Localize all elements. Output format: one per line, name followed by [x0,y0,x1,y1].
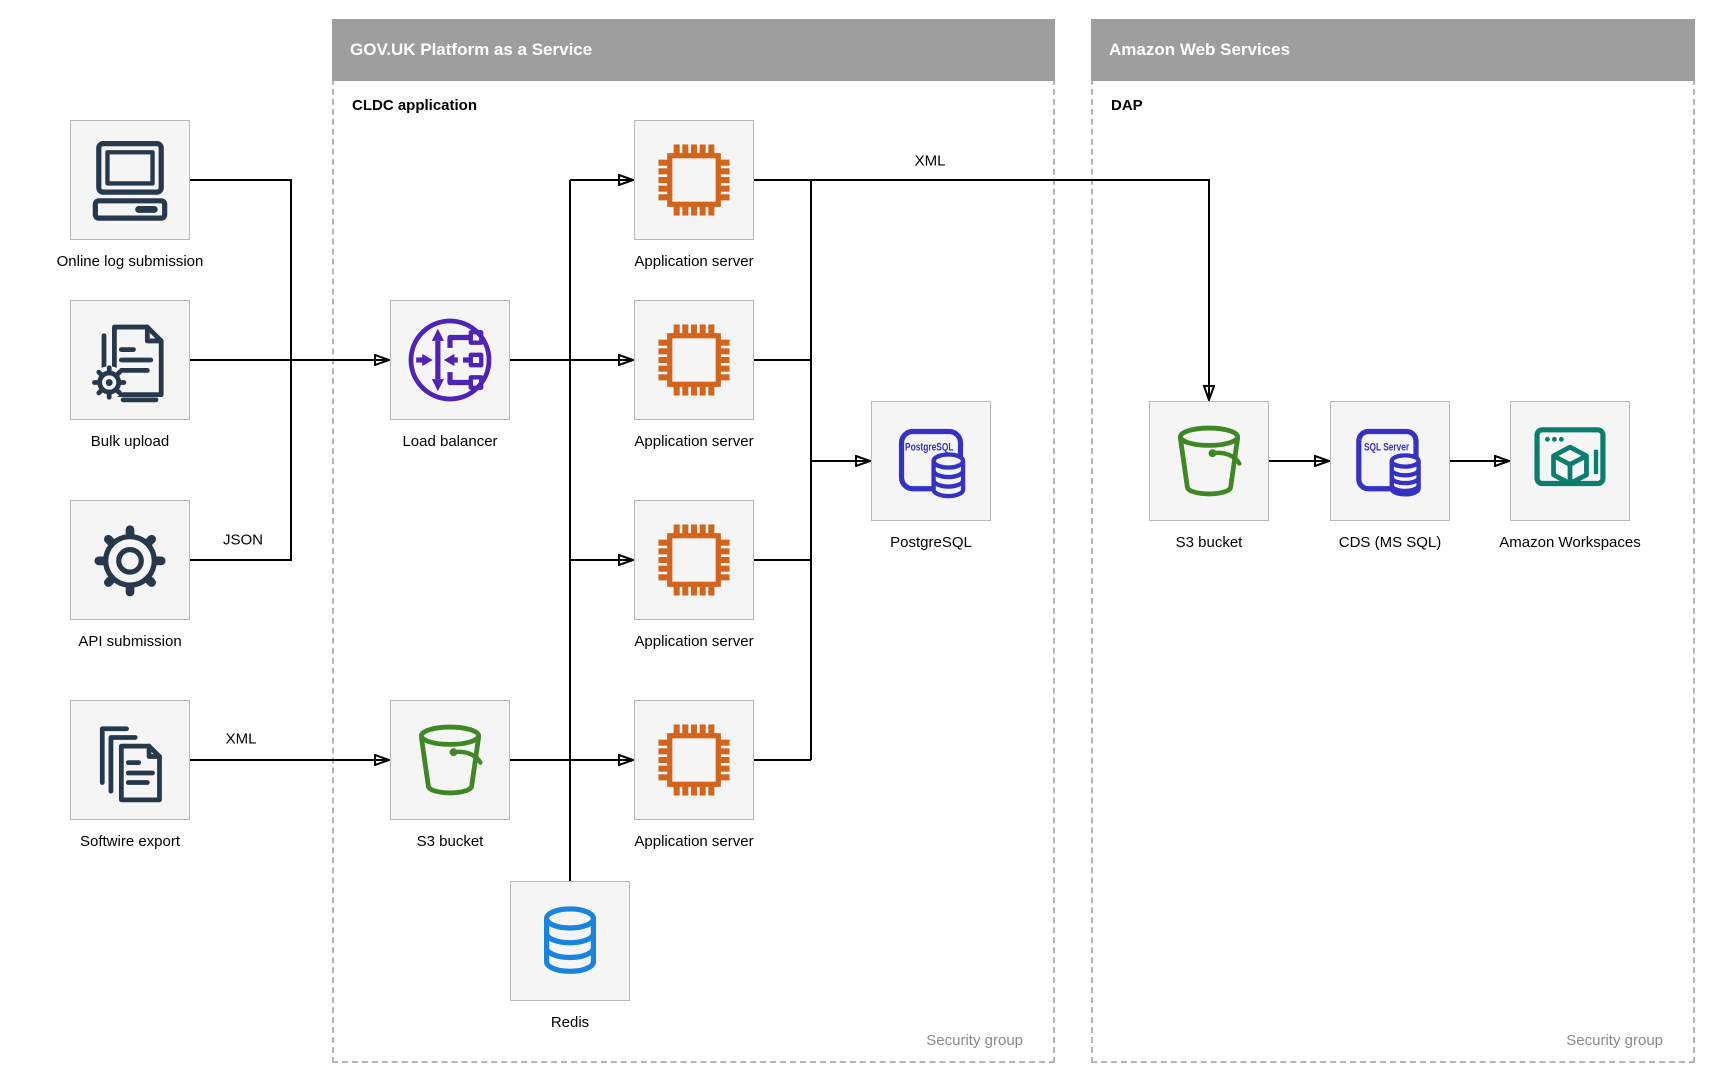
edge-label-xml-to-aws: XML [911,152,949,170]
node-label: Application server [634,633,754,650]
node-app-server-2: Application server [634,300,754,450]
node-label: Application server [634,433,754,450]
node-app-server-1: Application server [634,120,754,270]
node-label: S3 bucket [1175,534,1243,551]
node-label: Application server [634,253,754,270]
node-bulk-upload: Bulk upload [70,300,190,450]
aws-security-group-label: Security group [1566,1032,1663,1049]
redis-database-icon [544,906,596,974]
s3-bucket-icon [1178,425,1242,497]
document-gear-icon [92,324,164,403]
chip-icon [658,144,730,216]
node-label: Load balancer [402,433,498,450]
node-postgresql: PostgreSQL PostgreSQL [871,401,991,551]
aws-container: Amazon Web Services DAP Security group [1091,19,1695,1063]
node-label: S3 bucket [416,833,484,850]
node-amazon-workspaces: Amazon Workspaces [1499,401,1641,551]
chip-icon [658,524,730,596]
s3-bucket-icon [419,724,483,796]
computer-icon [92,141,168,221]
node-label: PostgreSQL [890,534,972,551]
node-label: Application server [634,833,754,850]
load-balancer-icon [408,318,492,402]
paas-sublabel: CLDC application [352,97,478,114]
node-label: Amazon Workspaces [1499,534,1641,551]
node-softwire-export: Softwire export [70,700,190,850]
node-label: Online log submission [56,253,204,270]
paas-header: GOV.UK Platform as a Service [332,19,1055,81]
edge-online-log-merge [190,179,292,360]
node-online-log-submission: Online log submission [57,120,203,270]
aws-header: Amazon Web Services [1091,19,1695,81]
node-api-submission: API submission [70,500,190,650]
edge-label-xml-softwire: XML [222,730,260,748]
node-aws-s3-bucket: S3 bucket [1149,401,1269,551]
postgresql-icon: PostgreSQL [898,428,966,499]
node-app-server-4: Application server [634,700,754,850]
documents-stack-icon [99,726,162,803]
sql-server-icon-text: SQL Server [1364,442,1410,454]
chip-icon [658,724,730,796]
gear-icon [94,525,166,597]
chip-icon [658,324,730,396]
node-label: Bulk upload [90,433,170,450]
node-label: Softwire export [79,833,181,850]
node-load-balancer: Load balancer [390,300,510,450]
node-redis: Redis [510,881,630,1031]
paas-security-group-label: Security group [926,1032,1023,1049]
sql-server-icon: SQL Server [1356,428,1421,497]
edge-app1-to-aws-s3 [754,179,1209,399]
edge-label-json: JSON [219,531,267,549]
aws-sublabel: DAP [1111,97,1143,114]
postgresql-icon-text: PostgreSQL [905,442,954,454]
node-paas-s3-bucket: S3 bucket [390,700,510,850]
node-label: API submission [78,633,182,650]
node-app-server-3: Application server [634,500,754,650]
node-label: CDS (MS SQL) [1338,534,1442,551]
node-label: Redis [550,1014,590,1031]
workspaces-icon [1534,427,1606,487]
node-cds-mssql: SQL Server CDS (MS SQL) [1330,401,1450,551]
edge-api-merge [190,360,292,561]
